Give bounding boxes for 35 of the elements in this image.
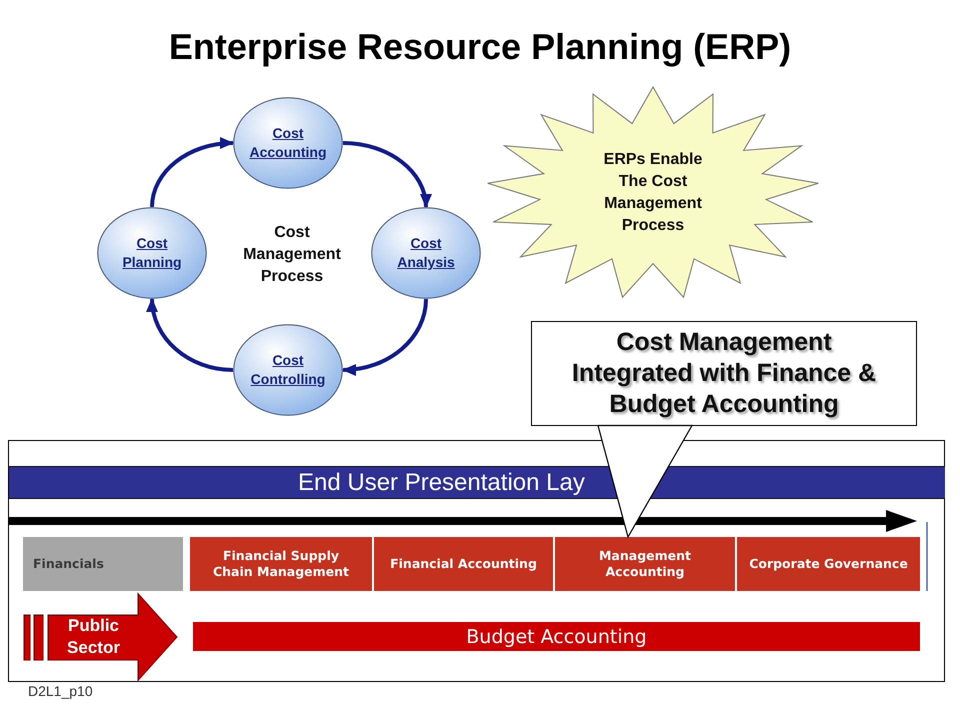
cycle-arrow <box>147 298 234 372</box>
bar-label: Budget Accounting <box>466 624 647 648</box>
process-ellipse <box>233 97 343 189</box>
process-caption: Cost Management Process <box>243 223 341 287</box>
module-block <box>23 537 183 591</box>
module-label: Financial Supply Chain Management <box>212 548 350 580</box>
step-label: Cost Planning <box>122 234 182 272</box>
layer-band <box>9 466 945 499</box>
callout-text: Cost Management Integrated with Finance & Budget Accounting <box>570 327 878 420</box>
module-block <box>190 537 372 591</box>
module-block <box>737 537 920 591</box>
process-ellipse <box>233 324 343 416</box>
module-label: Corporate Governance <box>748 556 909 572</box>
cycle-arrow <box>150 138 234 208</box>
cycle-arrow <box>342 141 431 208</box>
band-label: End User Presentation Lay <box>298 468 585 496</box>
module-label: Management Accounting <box>598 548 692 580</box>
starburst-callout <box>486 86 820 300</box>
title: Enterprise Resource Planning (ERP) <box>168 25 792 69</box>
block-arrow <box>22 593 178 681</box>
layer-bar <box>193 622 920 651</box>
module-block <box>555 537 735 591</box>
callout-pointer <box>597 424 694 539</box>
callout-text: ERPs Enable The Cost Management Process <box>602 150 704 236</box>
cycle-arrow <box>342 298 428 376</box>
page-code: D2L1_p10 <box>28 683 93 700</box>
step-label: Cost Accounting <box>250 124 326 162</box>
arrow-label: Public Sector <box>67 615 120 659</box>
process-ellipse <box>97 207 207 299</box>
module-label: Financials <box>33 556 104 572</box>
module-block <box>374 537 553 591</box>
module-label: Financial Accounting <box>389 556 538 572</box>
process-ellipse <box>371 207 481 299</box>
step-label: Cost Controlling <box>250 351 326 389</box>
step-label: Cost Analysis <box>397 234 455 272</box>
